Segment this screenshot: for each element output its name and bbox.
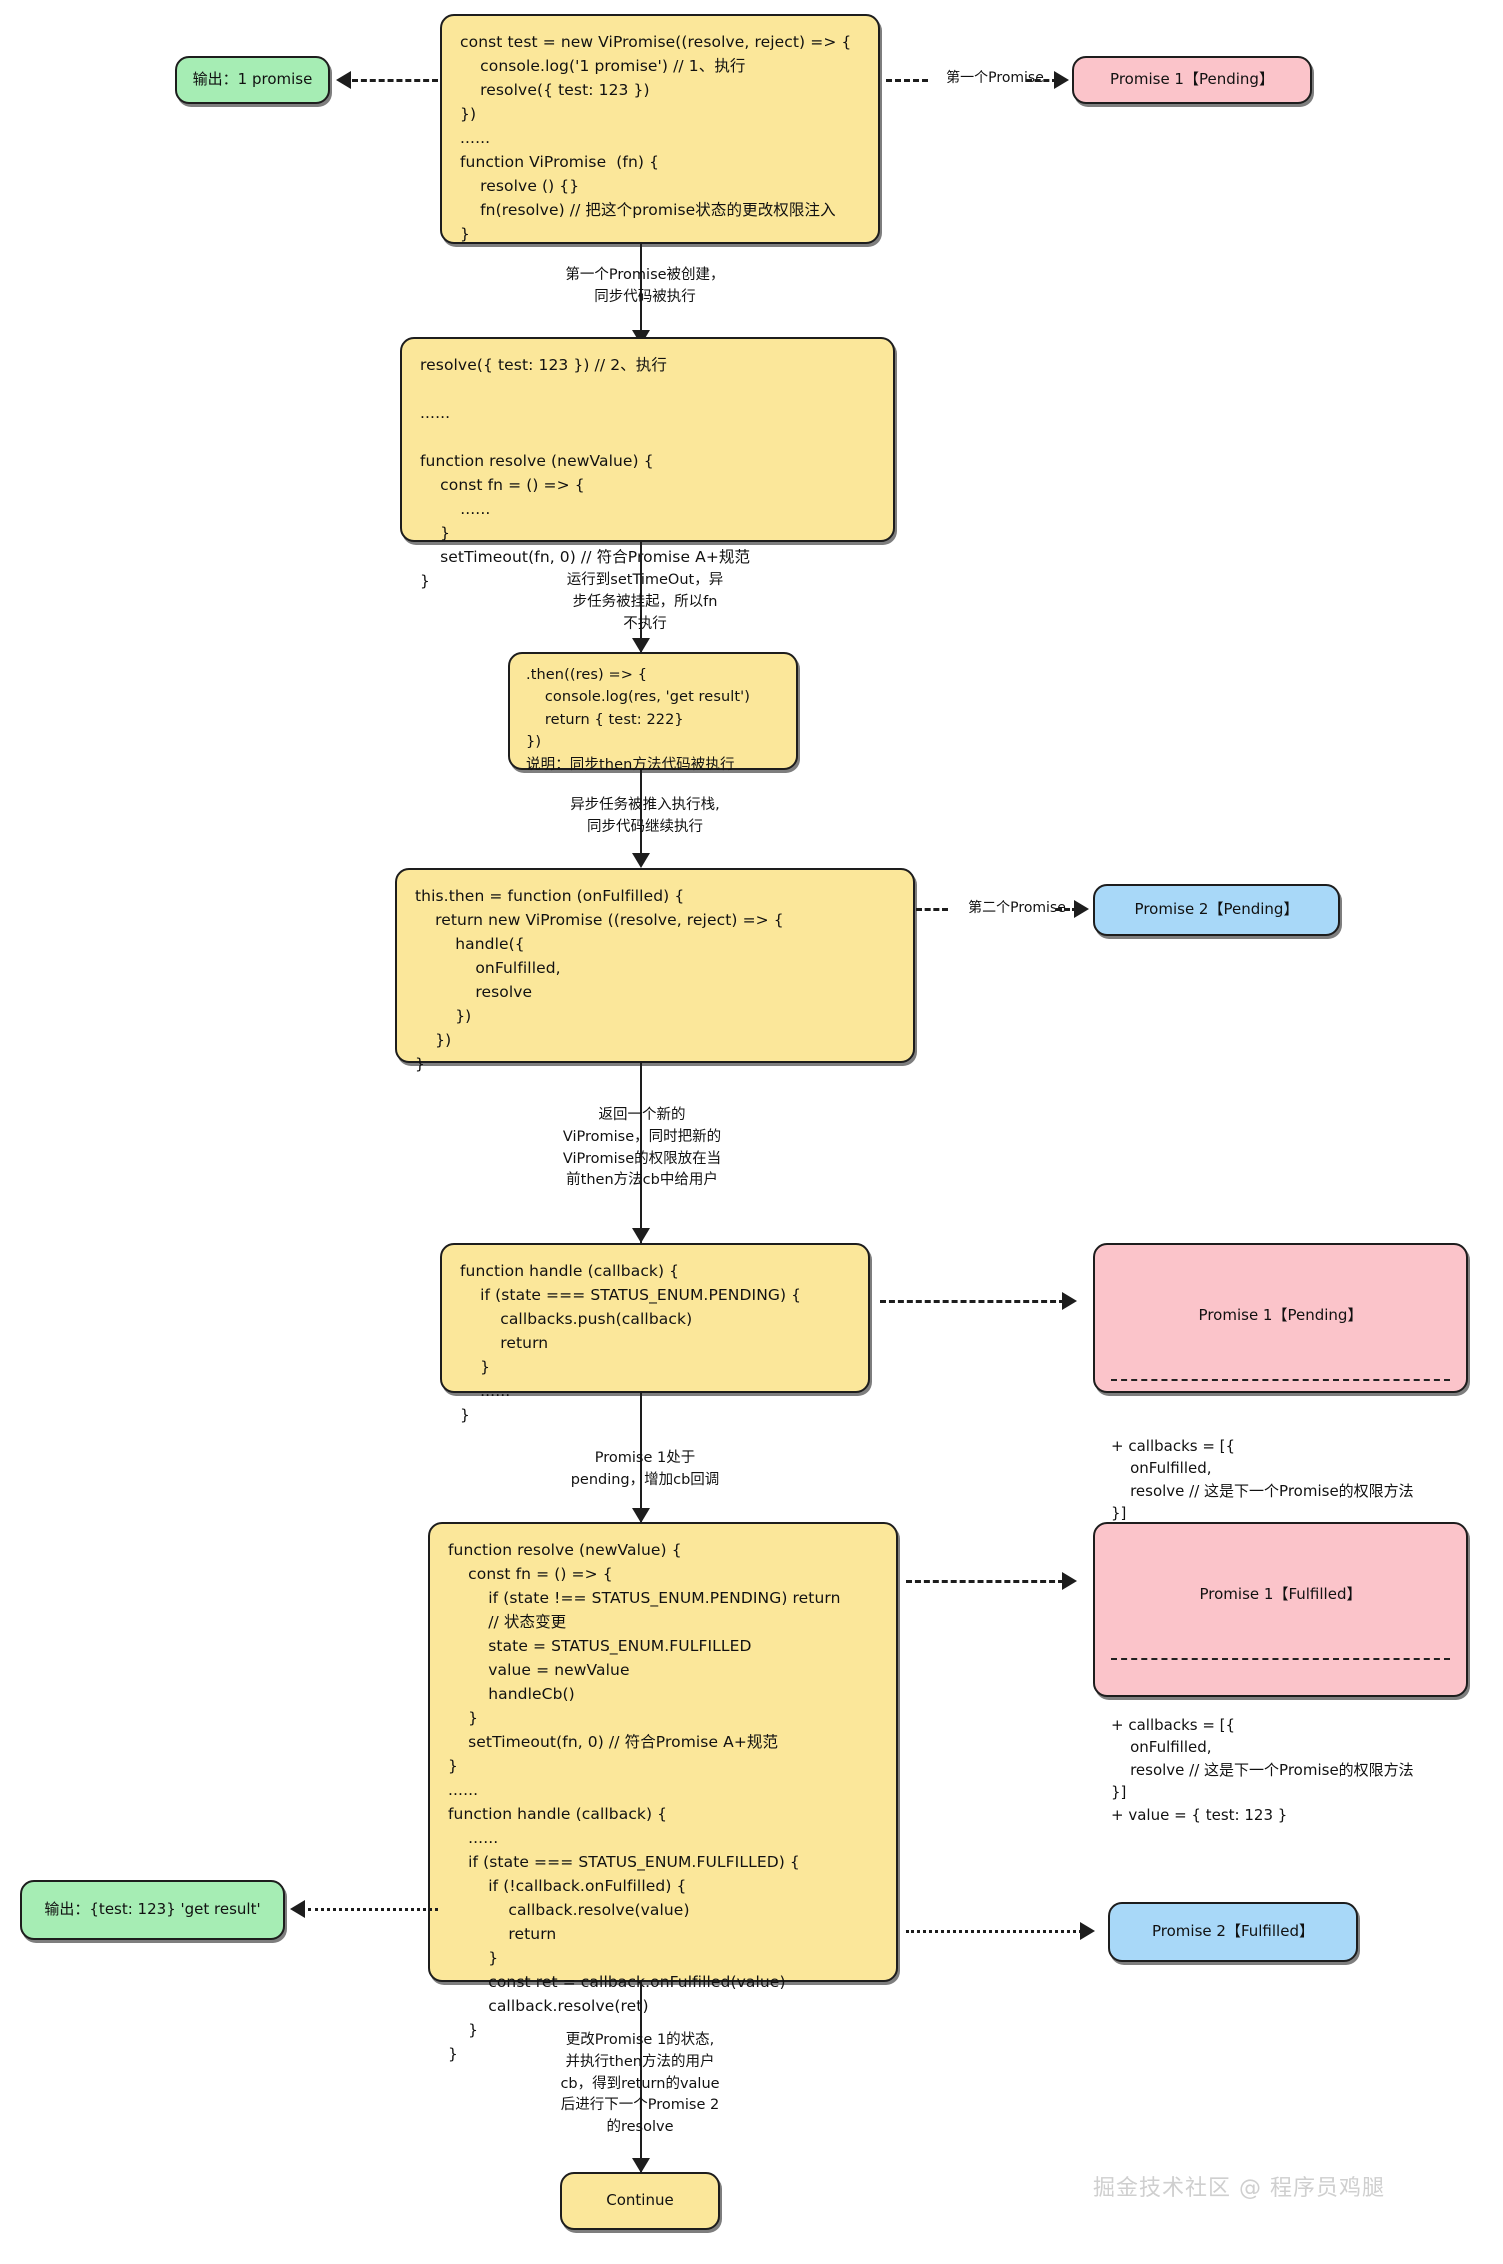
connector-1-2 — [640, 244, 642, 349]
connector-6-continue — [640, 1982, 642, 2172]
code-node-3: .then((res) => { console.log(res, 'get r… — [508, 652, 798, 773]
promise1-fulfilled-detail-title: Promise 1【Fulfilled】 — [1199, 1584, 1362, 1603]
connector-6-continue-arrowhead — [632, 2158, 650, 2173]
promise1-pending-badge: Promise 1【Pending】 — [1072, 56, 1312, 104]
edge-code1-to-promise1 — [886, 79, 928, 82]
connector-5-6 — [640, 1393, 642, 1523]
edge-code1-to-output1-arrowhead — [336, 71, 351, 89]
edge-code6-to-output2-arrowhead — [290, 1900, 305, 1918]
code-node-6: function resolve (newValue) { const fn =… — [428, 1522, 898, 2063]
edge-code6-to-promise1-fulfilled-arrowhead — [1062, 1572, 1077, 1590]
edge-code5-to-promise1-pending-detail-arrowhead — [1062, 1292, 1077, 1310]
edge-code6-to-promise1-fulfilled — [906, 1580, 1064, 1583]
promise1-fulfilled-detail-body: + callbacks = [{ onFulfilled, resolve //… — [1111, 1715, 1414, 1824]
code-node-1: const test = new ViPromise((resolve, rej… — [440, 14, 880, 244]
code-node-4: this.then = function (onFulfilled) { ret… — [395, 868, 915, 1073]
edge-code6-to-promise2-fulfilled — [906, 1930, 1082, 1933]
edge-label-2-3: 运行到setTimeOut，异 步任务被挂起，所以fn 不执行 — [566, 572, 724, 632]
connector-2-3 — [640, 542, 642, 652]
code-node-5: function handle (callback) { if (state =… — [440, 1243, 870, 1424]
edge-label-second-promise: 第二个Promise — [968, 900, 1066, 916]
edge-code4-to-promise2-tail — [1056, 908, 1078, 911]
edge-label-6-continue: 更改Promise 1的状态, 并执行then方法的用户 cb，得到return… — [560, 2032, 720, 2135]
edge-code1-to-promise1-tail — [1026, 79, 1058, 82]
connector-2-3-arrowhead — [632, 638, 650, 653]
promise2-fulfilled-badge: Promise 2【Fulfilled】 — [1108, 1902, 1358, 1962]
output-node-2: 输出：{test: 123} 'get result' — [20, 1880, 285, 1940]
promise1-pending-detail-divider — [1111, 1379, 1450, 1382]
connector-3-4 — [640, 770, 642, 866]
watermark: 掘金技术社区 @ 程序员鸡腿 — [1093, 2176, 1385, 2201]
continue-node: Continue — [560, 2172, 720, 2230]
connector-3-4-arrowhead — [632, 853, 650, 868]
edge-label-4-5: 返回一个新的 ViPromise，同时把新的 ViPromise的权限放在当 前… — [562, 1107, 722, 1189]
edge-label-first-promise: 第一个Promise — [946, 70, 1044, 86]
edge-code4-to-promise2 — [916, 908, 948, 911]
edge-code5-to-promise1-pending-detail — [880, 1300, 1065, 1303]
edge-code1-to-output1 — [352, 79, 438, 82]
promise1-pending-detail: Promise 1【Pending】 + callbacks = [{ onFu… — [1093, 1243, 1468, 1522]
edge-code6-to-promise2-fulfilled-arrowhead — [1080, 1922, 1095, 1940]
edge-code6-to-output2 — [308, 1908, 438, 1911]
connector-4-5-arrowhead — [632, 1228, 650, 1243]
edge-label-5-6: Promise 1处于 pending，增加cb回调 — [570, 1450, 720, 1488]
promise2-pending-badge: Promise 2【Pending】 — [1093, 884, 1340, 936]
code-node-2: resolve({ test: 123 }) // 2、执行 ...... fu… — [400, 337, 895, 590]
edge-label-3-4: 异步任务被推入执行栈, 同步代码继续执行 — [570, 797, 720, 835]
promise1-pending-detail-body: + callbacks = [{ onFulfilled, resolve //… — [1111, 1436, 1414, 1523]
promise1-fulfilled-detail: Promise 1【Fulfilled】 + callbacks = [{ on… — [1093, 1522, 1468, 1824]
edge-label-1-2: 第一个Promise被创建， 同步代码被执行 — [565, 267, 725, 305]
edge-code1-to-promise1-arrowhead — [1054, 71, 1069, 89]
connector-4-5 — [640, 1063, 642, 1243]
promise1-pending-detail-title: Promise 1【Pending】 — [1198, 1305, 1363, 1324]
edge-code4-to-promise2-arrowhead — [1074, 900, 1089, 918]
output-node-1: 输出：1 promise — [175, 56, 330, 104]
connector-5-6-arrowhead — [632, 1508, 650, 1523]
promise1-fulfilled-detail-divider — [1111, 1658, 1450, 1661]
